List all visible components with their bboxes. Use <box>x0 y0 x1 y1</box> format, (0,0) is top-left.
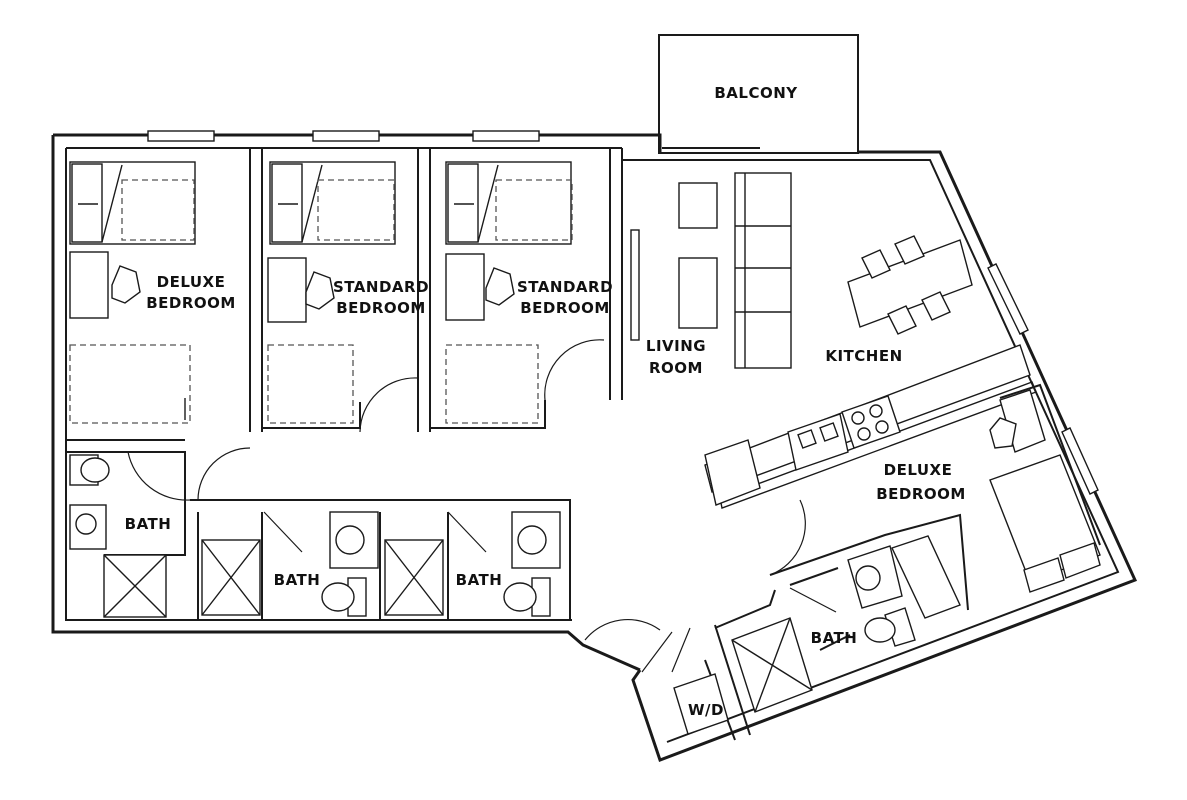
deluxe-bedroom-1-label-line2: BEDROOM <box>146 294 236 312</box>
deluxe-bedroom-2-label-line1: DELUXE <box>884 461 953 479</box>
bath-2-label: BATH <box>274 571 321 589</box>
door-swings <box>127 339 837 673</box>
balcony-label: BALCONY <box>714 84 798 102</box>
deluxe-bedroom-1-label-line1: DELUXE <box>157 273 226 291</box>
bath-3-label: BATH <box>456 571 503 589</box>
windows <box>147 130 1099 495</box>
kitchen-appliances <box>704 395 901 506</box>
balcony <box>658 34 859 154</box>
standard-bedroom-2-label-line2: BEDROOM <box>520 299 610 317</box>
room-labels: BALCONY DELUXE BEDROOM STANDARD BEDROOM … <box>125 84 966 719</box>
exterior-walls <box>51 133 1138 762</box>
bath-fixtures <box>69 454 916 735</box>
bath-4-label: BATH <box>811 629 858 647</box>
deluxe-bedroom-2-label-line2: BEDROOM <box>876 485 966 503</box>
living-room-label-line2: ROOM <box>649 359 703 377</box>
laundry-label: W/D <box>688 701 724 719</box>
deluxe-bedroom-2-furniture <box>891 389 1101 619</box>
standard-bedroom-2-label-line1: STANDARD <box>517 278 613 296</box>
living-room-label-line1: LIVING <box>646 337 706 355</box>
standard-bedroom-1-label-line1: STANDARD <box>333 278 429 296</box>
deluxe-bedroom-1-furniture <box>69 161 196 424</box>
standard-bedroom-1-label-line2: BEDROOM <box>336 299 426 317</box>
standard-bedroom-1-furniture <box>267 161 396 424</box>
living-room-furniture <box>630 172 792 369</box>
kitchen-label: KITCHEN <box>825 347 902 365</box>
standard-bedroom-2-furniture <box>445 161 573 424</box>
bath-1-label: BATH <box>125 515 172 533</box>
dining-table <box>847 235 973 335</box>
